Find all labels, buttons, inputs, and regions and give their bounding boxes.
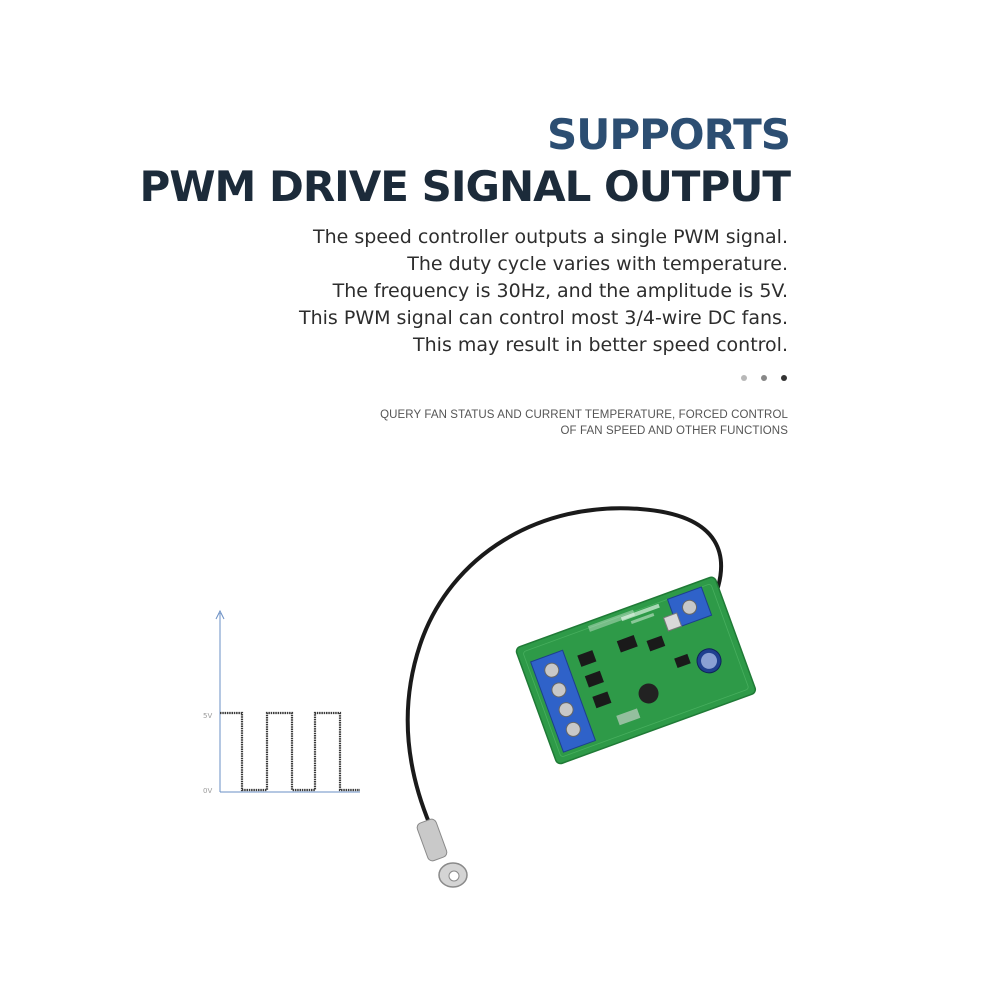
description-line: This PWM signal can control most 3/4-wir… xyxy=(299,307,788,329)
description-line: The frequency is 30Hz, and the amplitude… xyxy=(332,280,788,302)
pagination-dot[interactable] xyxy=(741,375,747,381)
pagination-dot-active[interactable] xyxy=(781,375,787,381)
headline-line-2: PWM DRIVE SIGNAL OUTPUT xyxy=(139,162,791,211)
high-level-label: 5V xyxy=(203,712,212,720)
pwm-waveform-diagram: 5V 0V xyxy=(203,609,360,795)
feature-caption: QUERY FAN STATUS AND CURRENT TEMPERATURE… xyxy=(380,407,788,439)
pagination-dot[interactable] xyxy=(761,375,767,381)
terminal-block-main xyxy=(529,649,597,753)
low-level-label: 0V xyxy=(203,787,212,795)
pagination-dots xyxy=(741,375,787,381)
description-line: The speed controller outputs a single PW… xyxy=(313,226,788,248)
temperature-probe-cable xyxy=(405,506,724,827)
product-photo xyxy=(405,506,757,888)
caption-line: OF FAN SPEED AND OTHER FUNCTIONS xyxy=(560,425,788,437)
pwm-signal-trace xyxy=(220,711,360,792)
description-line: The duty cycle varies with temperature. xyxy=(407,253,788,275)
y-axis-arrow-icon xyxy=(215,609,225,620)
description-line: This may result in better speed control. xyxy=(413,334,788,356)
headline-line-1: SUPPORTS xyxy=(547,110,791,159)
description-block: The speed controller outputs a single PW… xyxy=(299,224,788,359)
temperature-probe-tip-icon xyxy=(416,818,468,888)
caption-line: QUERY FAN STATUS AND CURRENT TEMPERATURE… xyxy=(380,409,788,421)
pcb-board xyxy=(515,576,757,765)
